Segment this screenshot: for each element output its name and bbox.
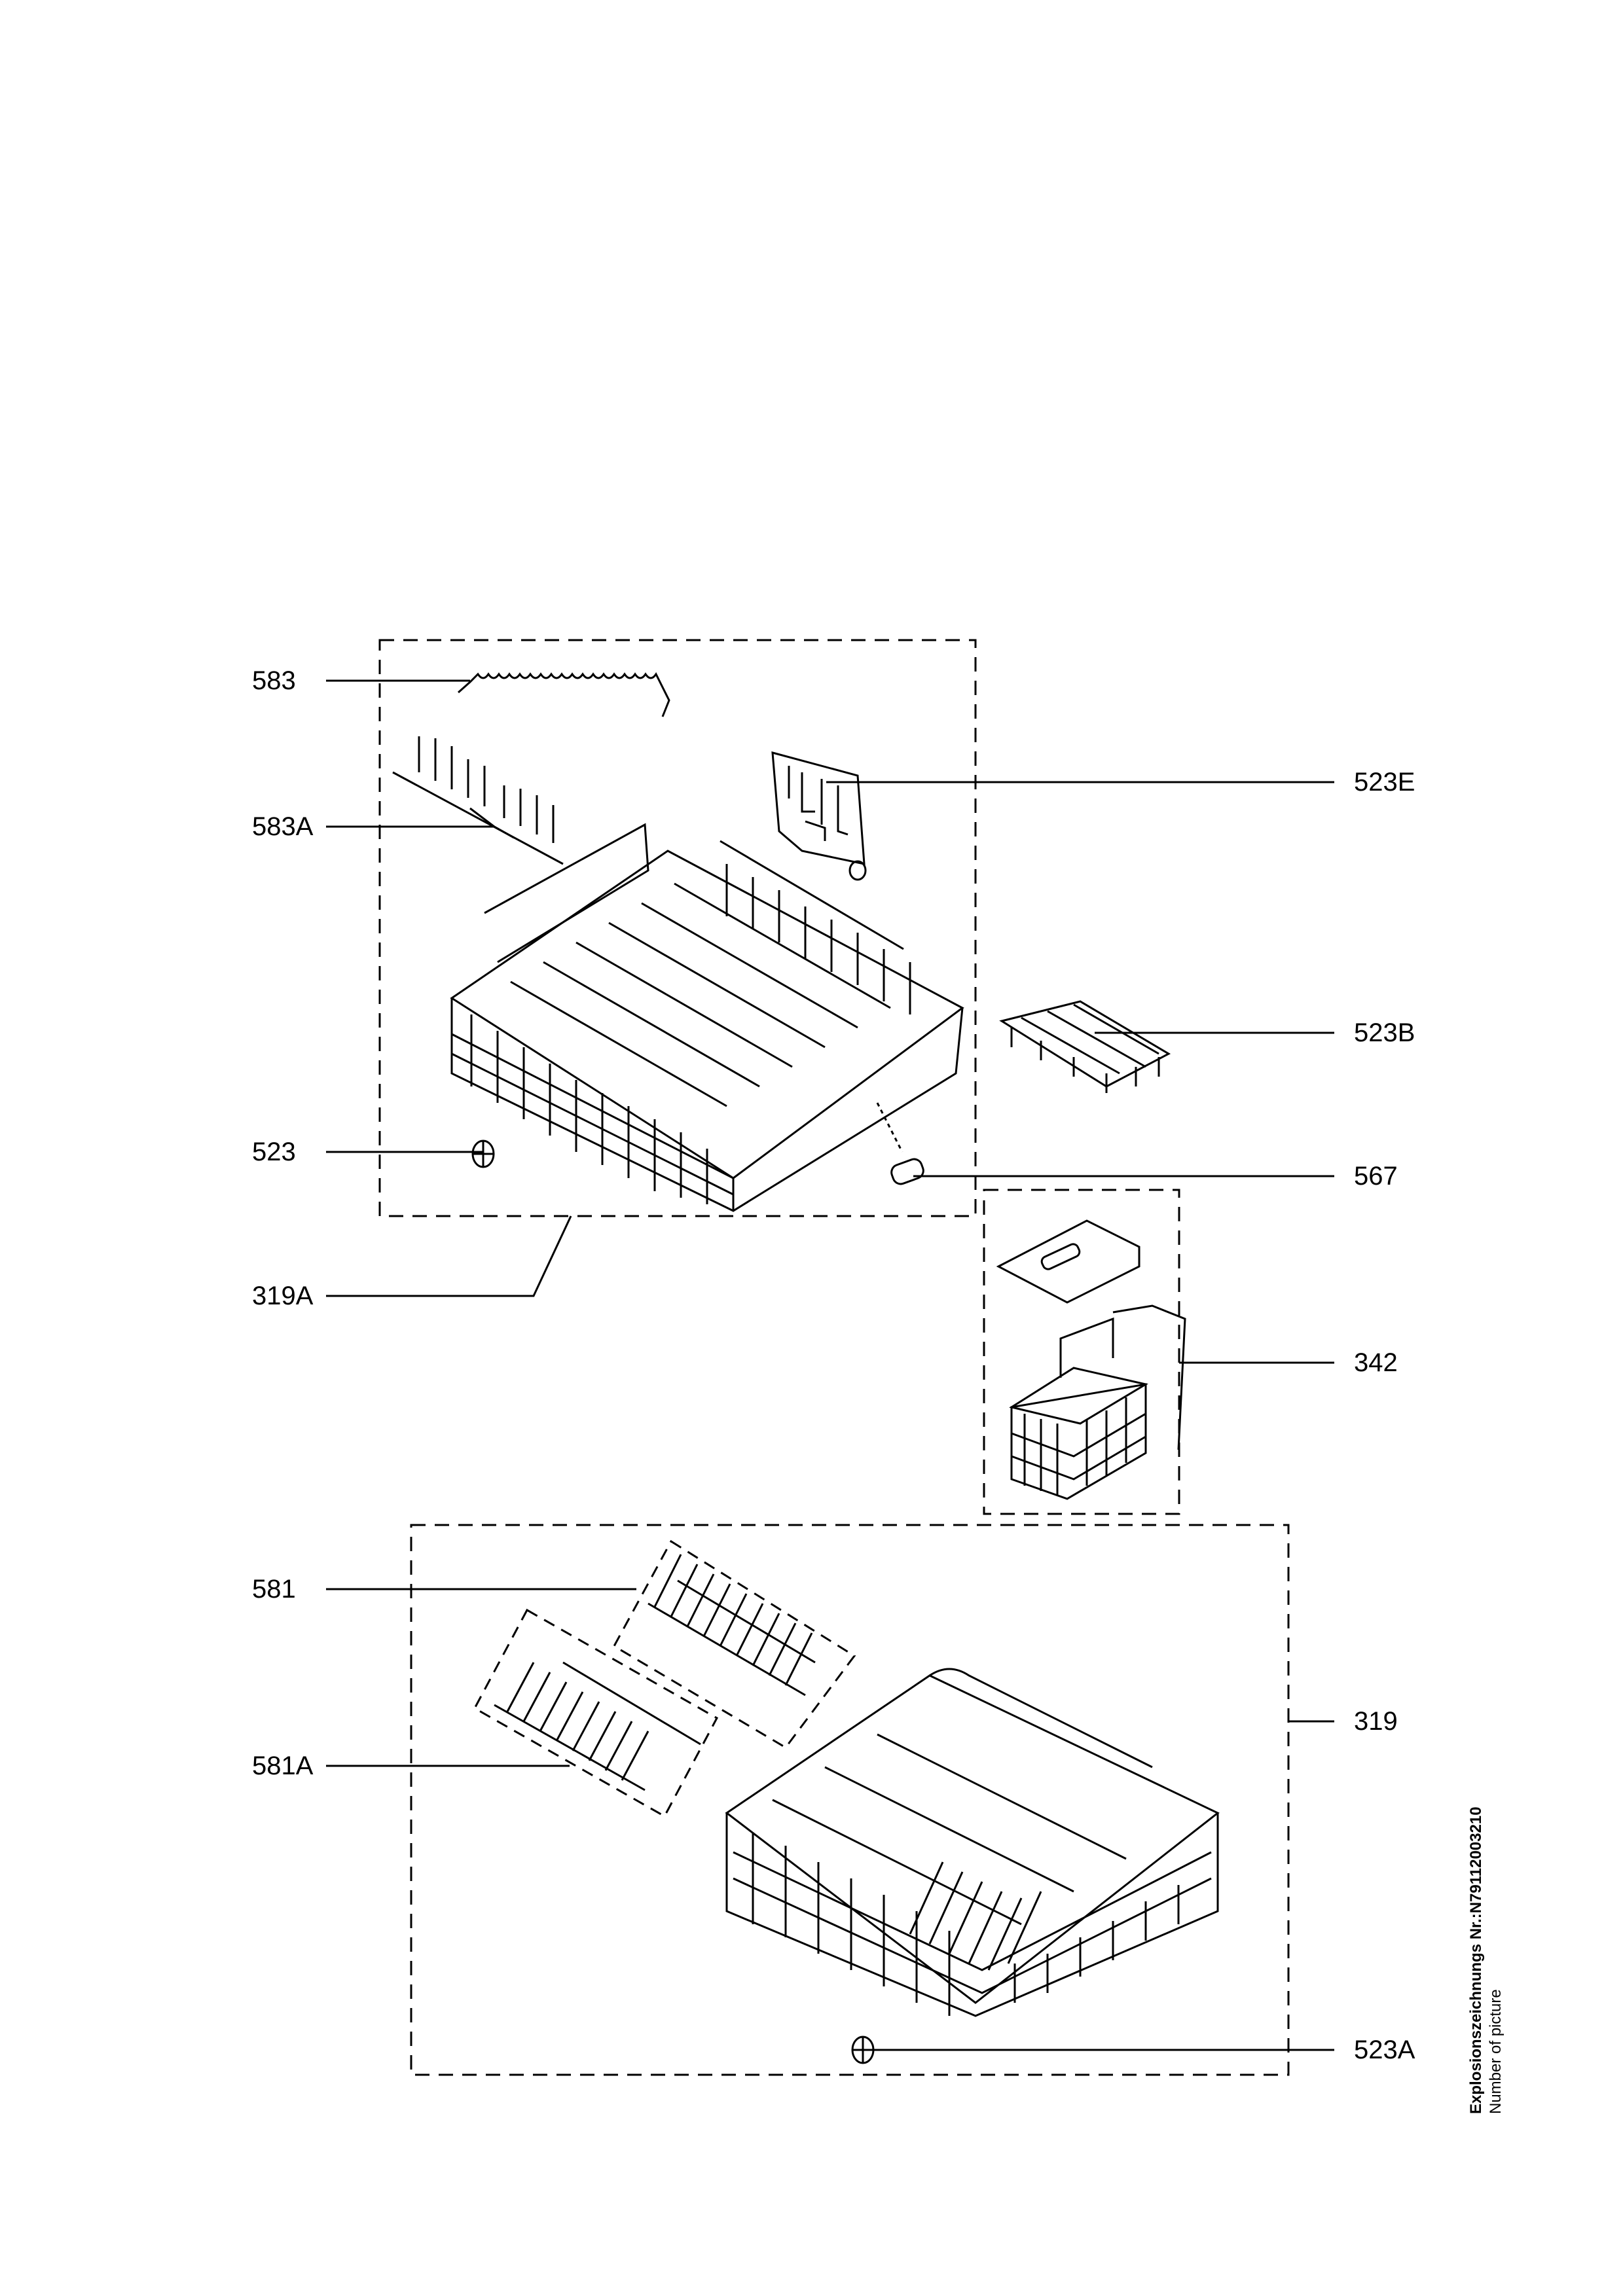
rack-group-581-box: [612, 1539, 856, 1749]
callout-567: 567: [1354, 1162, 1398, 1191]
callout-581: 581: [252, 1575, 296, 1604]
lower-basket-group-box: [410, 1524, 1290, 2076]
part-567-clip: [890, 1158, 924, 1185]
part-319A-upper-basket: [450, 823, 964, 1212]
part-342-cutlery-basket: [996, 1219, 1186, 1500]
upper-basket-group-box: [378, 639, 977, 1217]
part-319-lower-basket: [725, 1668, 1220, 2017]
callout-319: 319: [1354, 1707, 1398, 1736]
drawing-number-block: Explosionszeichnungs Nr.:N7911200321​0 N…: [1467, 1590, 1545, 2114]
part-523E-panel: [771, 751, 867, 881]
callout-342: 342: [1354, 1348, 1398, 1377]
callout-523E: 523E: [1354, 768, 1415, 797]
callout-583A: 583A: [252, 812, 314, 841]
callout-523B: 523B: [1354, 1018, 1415, 1047]
callout-319A: 319A: [252, 1282, 314, 1310]
part-523A-roller: [851, 2036, 875, 2064]
part-523-roller: [471, 1139, 495, 1168]
leader-319A: [326, 1215, 572, 1297]
part-583A-comb: [392, 736, 564, 865]
callout-523A: 523A: [1354, 2036, 1415, 2064]
drawing-number: Explosionszeichnungs Nr.:N7911200321​0: [1467, 1806, 1485, 2114]
part-581A-rack: [494, 1661, 701, 1791]
leader-583A: [326, 807, 498, 828]
rack-group-581A-box: [473, 1608, 719, 1818]
part-583-wire: [458, 672, 670, 717]
leader-567-dash: [876, 1102, 903, 1153]
picture-caption: Number of picture: [1487, 1989, 1504, 2114]
part-581-rack: [647, 1554, 816, 1696]
callout-583: 583: [252, 666, 296, 695]
cutlery-basket-group-box: [983, 1189, 1180, 1515]
part-523B-rack: [999, 1000, 1171, 1093]
callout-523: 523: [252, 1138, 296, 1166]
callout-581A: 581A: [252, 1751, 314, 1780]
